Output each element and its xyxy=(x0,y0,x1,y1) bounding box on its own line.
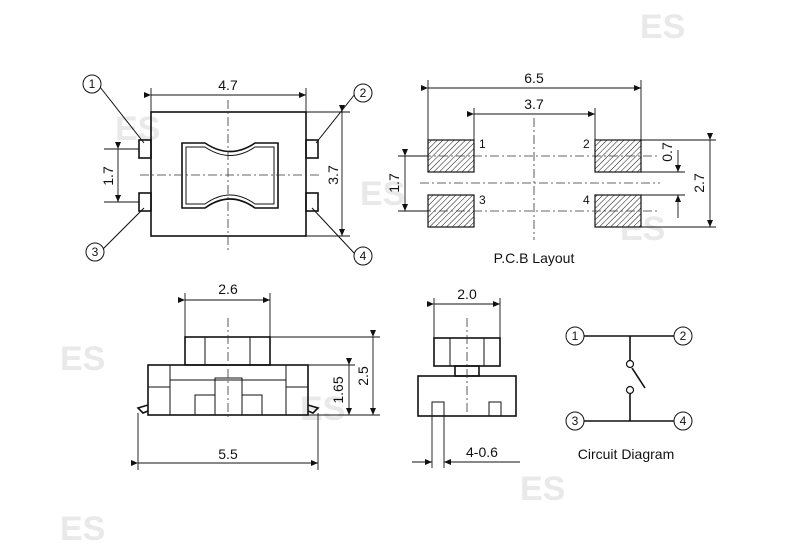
circuit-node-2 xyxy=(673,326,693,346)
circuit-diagram: 1 2 3 4 Circuit Diagram xyxy=(565,326,693,462)
watermark-group: ES ES ES ES ES ES ES ES xyxy=(60,8,685,546)
pin-callout-2 xyxy=(353,83,373,103)
circuit-node-label: 2 xyxy=(680,329,687,343)
watermark-text: ES xyxy=(60,340,105,378)
pad-number: 1 xyxy=(479,137,486,151)
circuit-node-1 xyxy=(565,326,585,346)
watermark-text: ES xyxy=(115,110,160,148)
overall-width-dimension: 6.5 xyxy=(524,70,544,86)
end-view: 2.0 4-0.6 xyxy=(412,286,520,468)
pin-size-label: 4-0.6 xyxy=(466,444,498,460)
pin-2 xyxy=(305,139,319,159)
watermark-text: ES xyxy=(360,175,405,213)
circuit-title: Circuit Diagram xyxy=(578,446,674,462)
watermark-text: ES xyxy=(640,8,685,46)
circuit-node-4 xyxy=(673,411,693,431)
body-height-dimension: 1.65 xyxy=(330,376,346,403)
top-view: 4.7 1.7 3.7 1 2 3 4 xyxy=(82,74,373,266)
switch-body-outline xyxy=(150,111,307,237)
right-leg xyxy=(307,404,320,414)
pin-callout-label: 1 xyxy=(89,77,96,91)
pcb-layout: 1 2 3 4 6.5 3.7 1.7 0.7 2.7 P.C.B xyxy=(386,70,716,266)
pad-number: 3 xyxy=(479,193,486,207)
watermark-text: ES xyxy=(520,470,565,508)
pin-pitch-dimension: 1.7 xyxy=(100,166,116,186)
cap-width-dimension: 2.6 xyxy=(218,281,238,297)
left-leg xyxy=(136,404,149,414)
pin-callout-1 xyxy=(82,74,102,94)
pin-callout-4 xyxy=(353,246,373,266)
height-dimension: 3.7 xyxy=(325,165,341,185)
circuit-node-label: 3 xyxy=(572,414,579,428)
pin-callout-3 xyxy=(85,242,105,262)
pad-number: 4 xyxy=(583,193,590,207)
pitch-dimension: 1.7 xyxy=(386,173,402,193)
inner-width-dimension: 3.7 xyxy=(524,96,544,112)
actuator-opening xyxy=(181,142,279,209)
pin-callout-label: 2 xyxy=(360,86,367,100)
overall-height-dimension: 2.7 xyxy=(691,173,707,193)
base-width-dimension: 5.5 xyxy=(218,446,238,462)
side-view: 2.6 5.5 2.5 1.65 xyxy=(131,281,380,470)
circuit-node-label: 1 xyxy=(572,329,579,343)
circuit-node-3 xyxy=(565,411,585,431)
pin-4 xyxy=(305,192,319,212)
pin-3 xyxy=(138,192,152,212)
width-dimension: 4.7 xyxy=(218,77,238,93)
end-cap-width-dimension: 2.0 xyxy=(457,286,477,302)
actuator-cap xyxy=(184,336,271,366)
total-height-dimension: 2.5 xyxy=(355,366,371,386)
pad-gap-dimension: 0.7 xyxy=(659,142,675,162)
watermark-text: ES xyxy=(60,510,105,546)
pcb-layout-title: P.C.B Layout xyxy=(494,250,575,266)
pad-number: 2 xyxy=(583,137,590,151)
switch-contact xyxy=(631,367,646,389)
pin-callout-label: 4 xyxy=(360,249,367,263)
pin-callout-label: 3 xyxy=(92,245,99,259)
circuit-node-label: 4 xyxy=(680,414,687,428)
